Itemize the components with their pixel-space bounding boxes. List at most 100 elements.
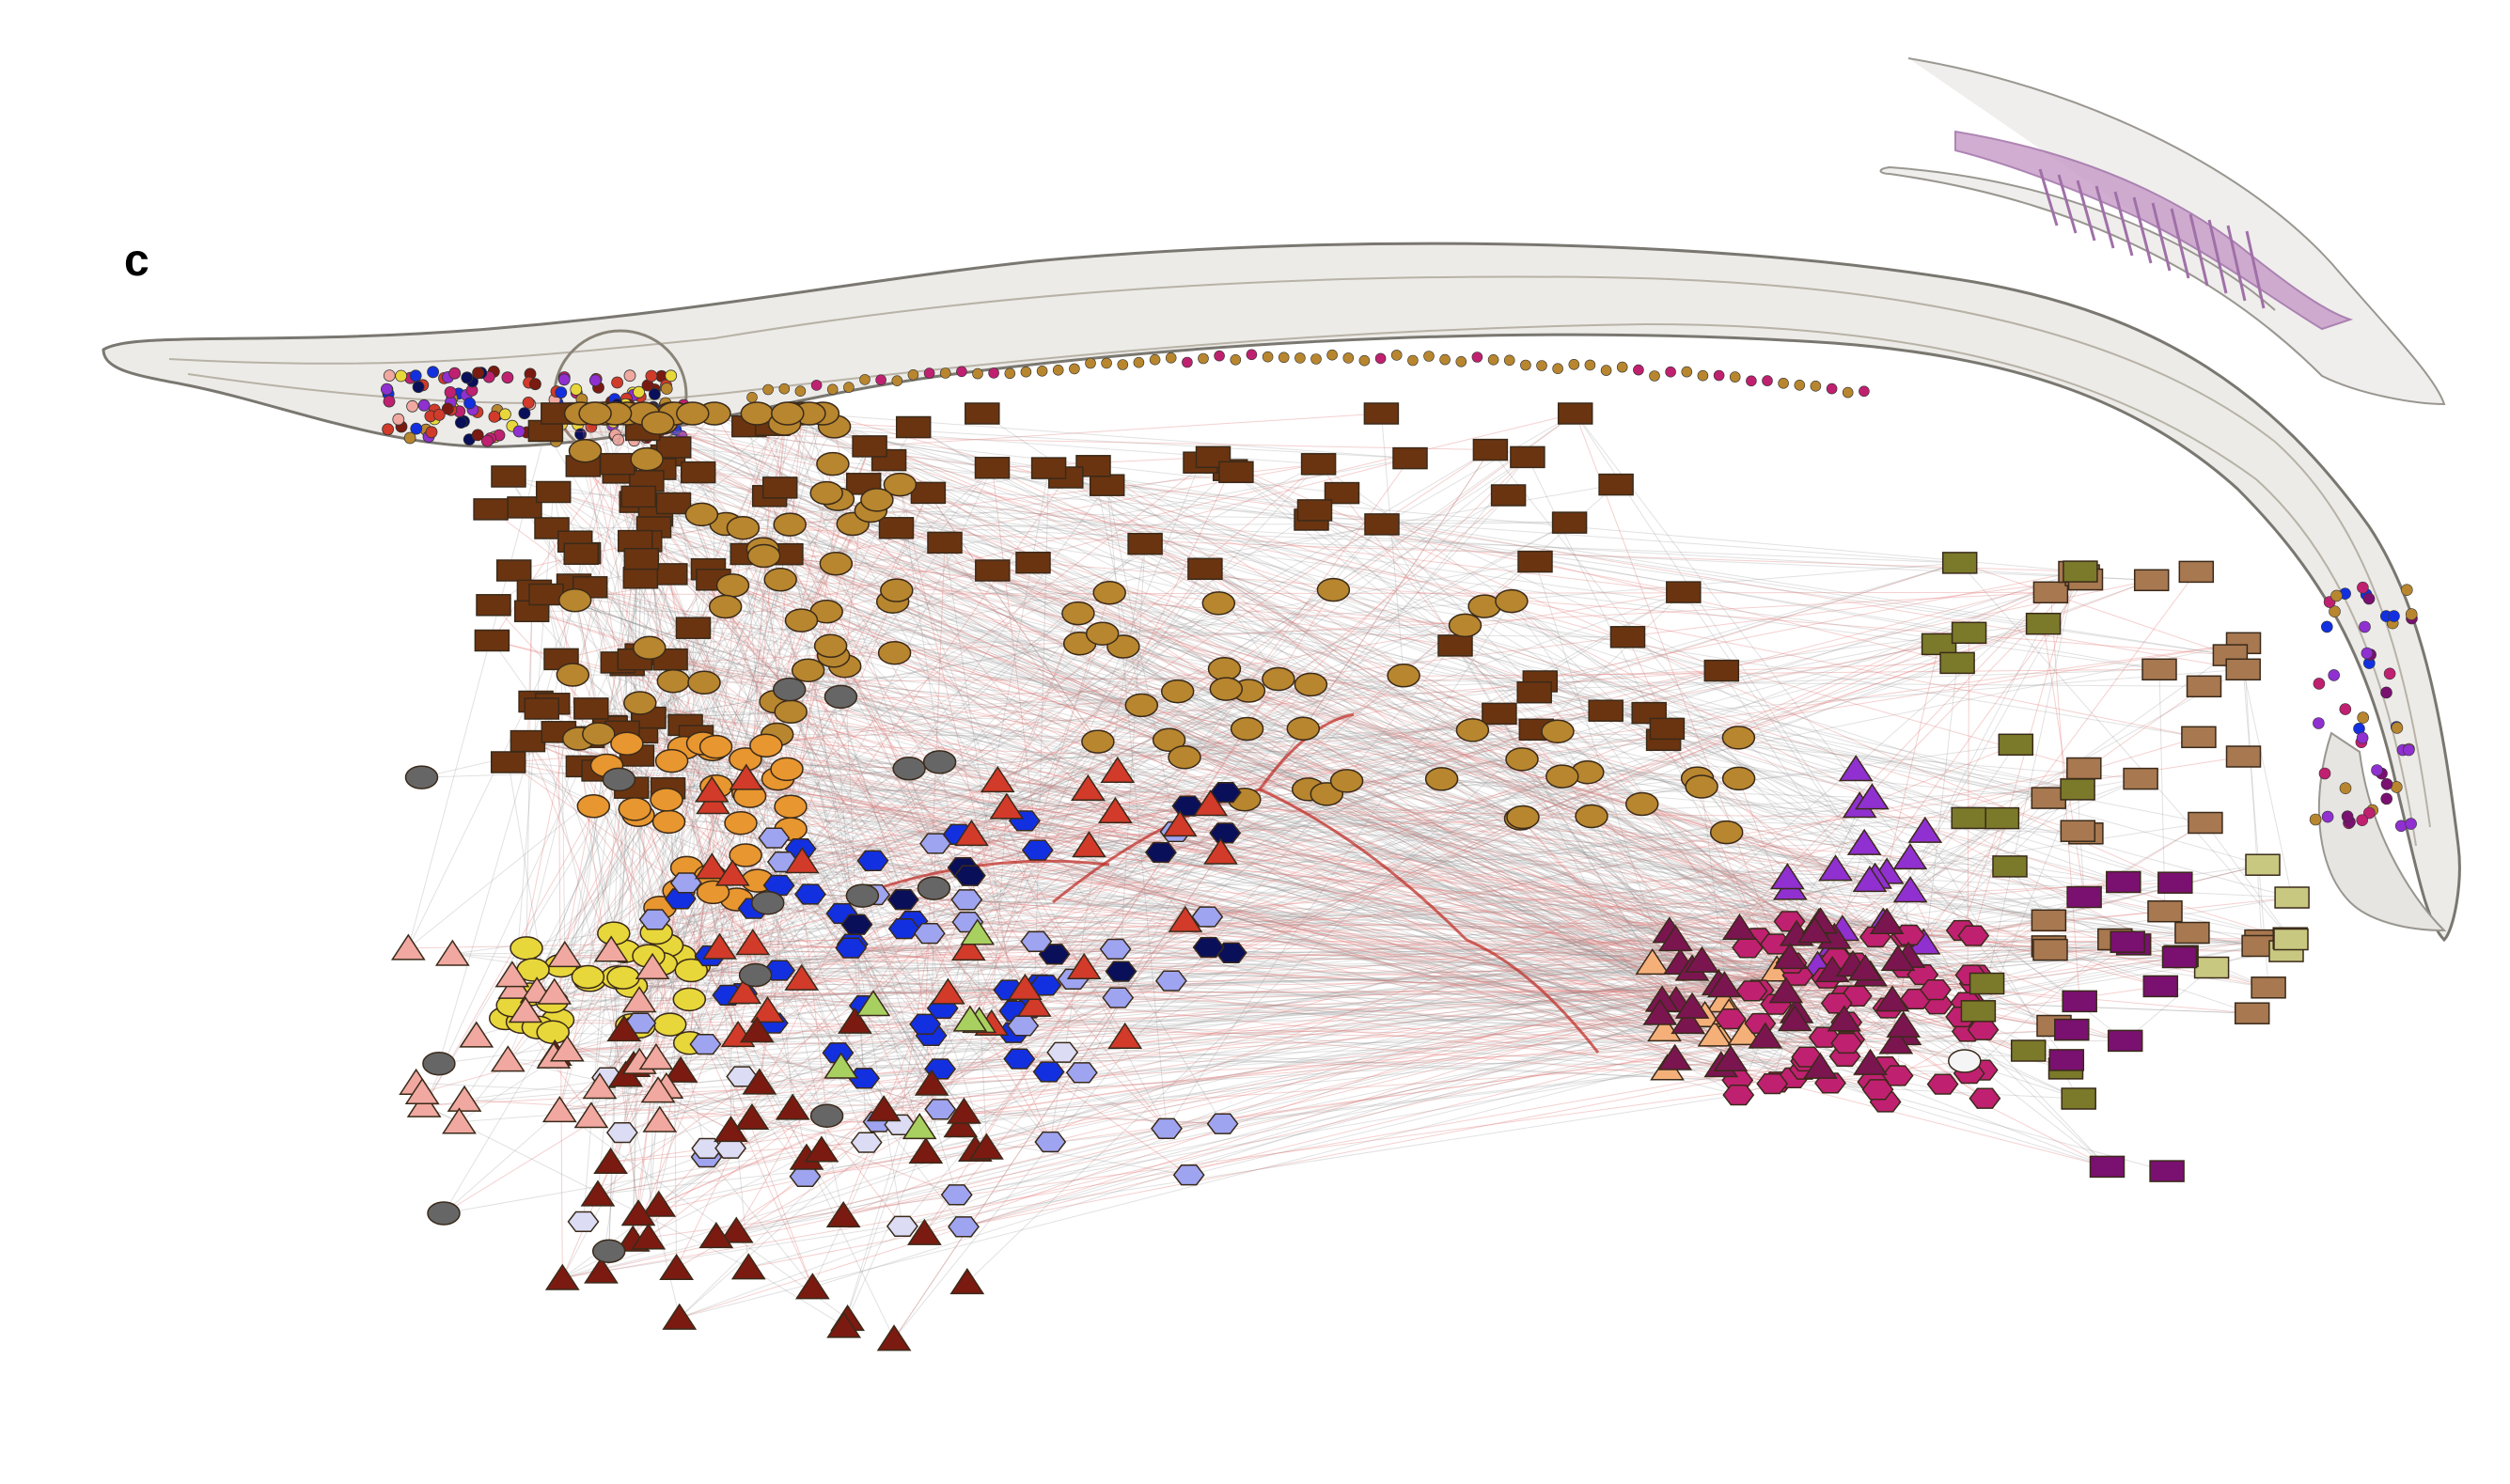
neuron-node [1426, 768, 1458, 790]
neuron-node [949, 1217, 979, 1237]
worm-neuron-dot [472, 430, 483, 441]
worm-neuron-dot [860, 374, 871, 384]
worm-neuron-dot [2322, 811, 2333, 822]
neuron-node [1388, 664, 1420, 687]
neuron-node [1611, 627, 1645, 648]
worm-neuron-dot [383, 424, 394, 435]
neuron-node [2188, 676, 2221, 696]
neuron-node [690, 1035, 720, 1054]
neuron-node [557, 664, 588, 686]
neuron-node [2135, 570, 2169, 590]
neuron-node [1969, 1088, 2000, 1108]
neuron-node [1162, 680, 1194, 703]
worm-neuron-dot [428, 367, 439, 378]
worm-neuron-dot [2372, 765, 2383, 776]
neuron-node [1287, 717, 1319, 740]
worm-neuron-dot [1069, 364, 1079, 374]
neuron-node [2188, 813, 2222, 834]
worm-neuron-dot [1472, 352, 1482, 363]
neuron-node [1492, 485, 1526, 506]
worm-neuron-dot [1005, 368, 1015, 379]
neuron-node [1650, 718, 1684, 739]
neuron-node [2124, 769, 2157, 789]
neuron-node [764, 569, 796, 591]
neuron-node [2033, 940, 2067, 961]
worm-neuron-dot [2340, 704, 2351, 715]
worm-neuron-dot [1666, 367, 1676, 377]
neuron-node [1331, 770, 1363, 792]
worm-neuron-dot [1650, 371, 1660, 382]
worm-neuron-dot [2361, 648, 2373, 659]
neuron-node [853, 436, 886, 457]
worm-neuron-dot [433, 409, 445, 420]
neuron-node [2158, 872, 2192, 893]
panel-label: c [124, 235, 149, 287]
worm-neuron-dot [1053, 365, 1063, 375]
worm-neuron-dot [1553, 364, 1563, 374]
worm-neuron-dot [1440, 354, 1451, 365]
neuron-node [1174, 1165, 1204, 1185]
worm-neuron-dot [464, 398, 476, 409]
neuron-node [1952, 807, 1985, 828]
neuron-node [852, 1133, 882, 1152]
neuron-node [2227, 746, 2261, 767]
neuron-node [1393, 448, 1427, 469]
worm-neuron-dot [1311, 354, 1322, 365]
worm-neuron-dot [1714, 370, 1724, 381]
neuron-node [1298, 500, 1332, 521]
neuron-node [577, 795, 609, 818]
neuron-node [1004, 1049, 1034, 1069]
worm-neuron-dot [2357, 582, 2368, 593]
neuron-node [759, 828, 789, 848]
neuron-node [1188, 558, 1222, 579]
neuron-node [428, 1202, 460, 1225]
neuron-node [1686, 775, 1718, 798]
neuron-node [1599, 475, 1633, 495]
neuron-node [1576, 805, 1608, 828]
neuron-node [1263, 668, 1294, 691]
worm-neuron-dot [2389, 611, 2400, 622]
neuron-node [1626, 793, 1658, 816]
neuron-node [525, 698, 558, 719]
worm-neuron-dot [989, 367, 999, 378]
worm-neuron-dot [1504, 355, 1514, 366]
neuron-node [795, 884, 825, 904]
neuron-node [1169, 746, 1200, 769]
worm-neuron-dot [1118, 360, 1128, 370]
neuron-node [2150, 1161, 2184, 1181]
neuron-node [2067, 758, 2101, 779]
neuron-node [510, 937, 542, 960]
neuron-node [423, 1053, 455, 1075]
neuron-node [2062, 1088, 2095, 1109]
neuron-node [951, 1269, 983, 1293]
worm-neuron-dot [2340, 783, 2351, 794]
worm-neuron-dot [1617, 362, 1627, 372]
worm-neuron-dot [612, 377, 623, 388]
neuron-node [2055, 1020, 2089, 1040]
neuron-nodes [392, 402, 2309, 1351]
neuron-node [1034, 1062, 1064, 1082]
neuron-node [1546, 765, 1578, 788]
neuron-node [1156, 971, 1186, 991]
neuron-node [1090, 475, 1124, 495]
worm-neuron-dot [393, 414, 404, 425]
neuron-node [2033, 582, 2067, 602]
neuron-node [1194, 938, 1224, 958]
neuron-node [2110, 931, 2144, 952]
worm-neuron-dot [2313, 718, 2324, 729]
worm-neuron-dot [558, 374, 570, 385]
worm-neuron-dot [589, 375, 601, 386]
neuron-node [1928, 1074, 1958, 1094]
neuron-node [772, 402, 804, 425]
worm-neuron-dot [556, 387, 567, 398]
neuron-node [631, 448, 663, 471]
neuron-node [1559, 403, 1592, 424]
neuron-node [657, 493, 691, 514]
neuron-node [671, 873, 701, 893]
worm-neuron-dot [407, 400, 418, 412]
neuron-node [2226, 659, 2260, 680]
neuron-node [1364, 403, 1398, 424]
worm-neuron-dot [661, 383, 672, 395]
neuron-node [2251, 977, 2285, 998]
worm-neuron-dot [2406, 819, 2417, 830]
